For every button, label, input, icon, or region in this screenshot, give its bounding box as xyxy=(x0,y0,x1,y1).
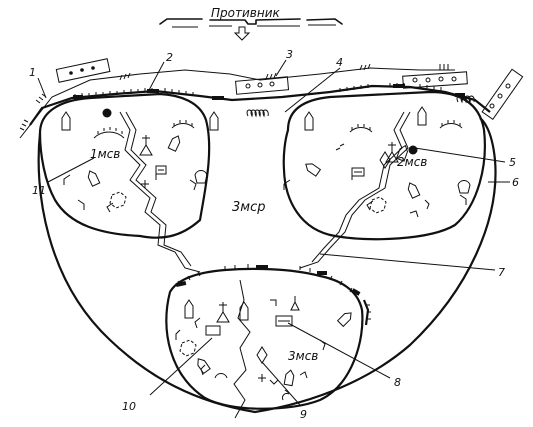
command-post xyxy=(155,165,365,336)
weapon-position-symbols xyxy=(194,170,471,401)
minefield-marker xyxy=(55,58,111,83)
wire-obstacle-line xyxy=(19,63,455,139)
callout-3: 3 xyxy=(286,48,293,61)
company-label: 3мср xyxy=(232,200,265,215)
reserve-positions xyxy=(109,191,387,357)
communication-trench xyxy=(119,111,411,419)
spiral-wire-obstacle xyxy=(246,95,475,118)
callout-1: 1 xyxy=(29,66,36,79)
callout-5: 5 xyxy=(509,156,516,169)
callout-11: 11 xyxy=(32,184,46,197)
minefield-marker xyxy=(402,71,468,89)
minefield-marker xyxy=(235,76,290,95)
machine-gun-position xyxy=(408,145,418,155)
fighting-positions xyxy=(63,120,467,394)
command-post-platoon-3 xyxy=(205,325,221,336)
platoon-2-perimeter xyxy=(282,90,486,241)
callout-9: 9 xyxy=(300,408,307,421)
outer-defense-line xyxy=(37,117,497,414)
callout-2: 2 xyxy=(166,51,173,64)
callout-6: 6 xyxy=(512,176,519,189)
observation-posts xyxy=(139,135,399,323)
platoon-3-perimeter xyxy=(165,267,364,410)
callout-10: 10 xyxy=(122,400,136,413)
enemy-label: Противник xyxy=(211,6,280,20)
platoon-2-label: 2мсв xyxy=(397,155,427,169)
platoon-3-label: 3мсв xyxy=(288,349,318,363)
enemy-front-line xyxy=(159,18,343,28)
minefield-marker xyxy=(481,68,524,121)
callout-7: 7 xyxy=(498,266,505,279)
callout-8: 8 xyxy=(394,376,401,389)
machine-gun-position xyxy=(102,108,112,118)
callout-leaders xyxy=(37,59,510,406)
platoon-1-label: 1мсв xyxy=(90,147,120,161)
vehicle-symbols xyxy=(61,106,427,387)
platoon-1-perimeter xyxy=(38,92,211,239)
callout-4: 4 xyxy=(336,56,343,69)
front-trench-line xyxy=(29,83,491,126)
enemy-direction-arrow xyxy=(233,26,251,41)
diamond-symbols xyxy=(141,151,391,382)
